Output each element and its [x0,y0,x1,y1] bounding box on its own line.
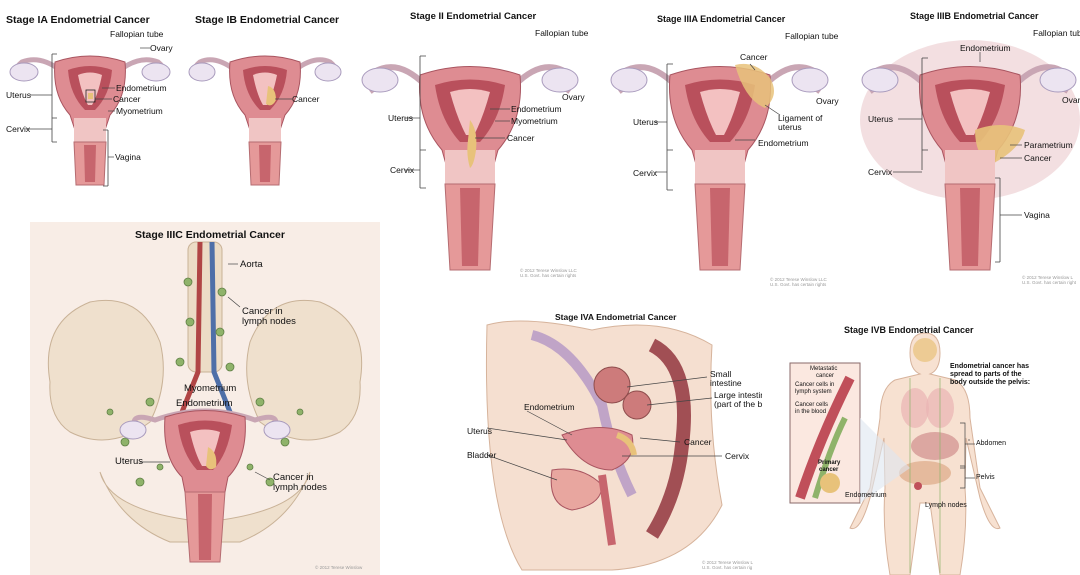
label-small-intestine-2: intestine [710,379,742,388]
spread-note-line-3: body outside the pelvis: [950,379,1030,387]
stage-ii-title: Stage II Endometrial Cancer [410,11,536,22]
label-primary-cancer-2: cancer [819,467,838,474]
panel-stage-iva: Stage IVA Endometrial Cancer Small intes… [462,305,762,575]
panel-stage-iiib: Stage IIIB Endometrial Cancer Endometriu… [850,0,1080,300]
panel-stage-ib: Stage IB Endometrial Cancer Cancer [180,0,350,200]
copyright-text-2: U.S. Govt. has certain right [1022,280,1076,285]
label-primary-cancer: Primary [818,460,840,467]
label-uterus: Uterus [6,91,31,100]
label-abdomen: Abdomen [976,440,1006,448]
label-cervix: Cervix [725,452,749,461]
label-myometrium: Myometrium [511,117,558,126]
stage-iiic-title: Stage IIIC Endometrial Cancer [135,229,285,241]
copyright-text-2: U.S. Govt. has certain rights [520,273,576,278]
label-endometrium: Endometrium [116,84,167,93]
label-myometrium: Myometrium [184,384,236,394]
label-cervix: Cervix [633,169,657,178]
label-cervix: Cervix [6,125,30,134]
copyright-text: © 2012 Terese Winslow [315,565,362,570]
label-cancer: Cancer [113,95,140,104]
label-cancer: Cancer [1024,154,1051,163]
label-vagina: Vagina [1024,211,1050,220]
stage-ivb-title: Stage IVB Endometrial Cancer [844,325,974,335]
label-cancer: Cancer [292,95,319,104]
label-metastatic-cancer: Metastatic [810,366,837,373]
spread-note-line-2: spread to parts of the [950,371,1022,379]
label-cancer: Cancer [684,438,711,447]
panel-stage-ivb: Stage IVB Endometrial Cancer Metastatic … [770,318,1080,575]
stage-ivb-illustration [770,318,1080,575]
copyright-text-2: U.S. Govt. has certain rights [770,282,826,287]
stage-ia-title: Stage IA Endometrial Cancer [6,14,150,26]
label-fallopian-tube: Fallopian tube [1033,29,1080,38]
stage-iva-illustration [462,305,762,575]
stage-iiib-title: Stage IIIB Endometrial Cancer [910,11,1039,21]
panel-stage-ii: Stage II Endometrial Cancer Fallopian tu… [350,0,595,300]
label-uterus: Uterus [633,118,658,127]
copyright-text-2: U.S. Govt. has certain rig [702,565,752,570]
stage-ib-illustration [180,0,350,200]
stage-ii-illustration [350,0,595,300]
label-uterus: Uterus [388,114,413,123]
panel-stage-ia: Stage IA Endometrial Cancer Fallopian tu… [0,0,180,200]
label-cancer-cells-lymph-2: lymph system [795,389,832,396]
label-endometrium: Endometrium [524,403,575,412]
label-fallopian-tube: Fallopian tube [535,29,588,38]
label-cancer: Cancer [740,53,767,62]
label-uterus: Uterus [115,457,143,467]
label-fallopian-tube: Fallopian tube [785,32,838,41]
label-lymph-nodes: Lymph nodes [925,502,967,510]
stage-iiia-illustration [595,0,850,300]
label-endometrium: Endometrium [845,492,887,500]
label-parametrium: Parametrium [1024,141,1073,150]
label-endometrium: Endometrium [511,105,562,114]
label-ovary: Ovary [150,44,173,53]
label-cancer: Cancer [507,134,534,143]
label-cervix: Cervix [868,168,892,177]
label-endometrium: Endometrium [758,139,809,148]
stage-iiia-title: Stage IIIA Endometrial Cancer [657,14,785,24]
stage-iva-title: Stage IVA Endometrial Cancer [555,312,676,322]
label-cancer-in-lymph-nodes-lower-2: lymph nodes [273,483,327,493]
label-large-intestine-2: (part of the bo [714,400,762,409]
label-uterus: Uterus [467,427,492,436]
label-uterus: Uterus [868,115,893,124]
label-endometrium: Endometrium [176,399,233,409]
spread-note-line-1: Endometrial cancer has [950,363,1029,371]
label-ovary: Ovary [816,97,839,106]
label-vagina: Vagina [115,153,141,162]
label-cancer-cells-blood: Cancer cells [795,402,828,409]
label-ligament-2: uterus [778,123,802,132]
label-ovary: Ovar [1062,96,1080,105]
label-endometrium: Endometrium [960,44,1011,53]
label-ovary: Ovary [562,93,585,102]
label-bladder: Bladder [467,451,496,460]
label-fallopian-tube: Fallopian tube [110,30,163,39]
panel-stage-iiia: Stage IIIA Endometrial Cancer Cancer Fal… [595,0,850,300]
label-pelvis: Pelvis [976,474,995,482]
label-cancer-cells-blood-2: in the blood [795,409,826,416]
label-cancer-cells-lymph: Cancer cells in [795,382,834,389]
label-metastatic-cancer-2: cancer [816,373,834,380]
label-cancer-in-lymph-nodes-2: lymph nodes [242,317,296,327]
label-aorta: Aorta [240,260,263,270]
stage-ib-title: Stage IB Endometrial Cancer [195,14,339,26]
label-cervix: Cervix [390,166,414,175]
panel-stage-iiic: Stage IIIC Endometrial Cancer Aorta Canc… [30,222,380,575]
label-myometrium: Myometrium [116,107,163,116]
